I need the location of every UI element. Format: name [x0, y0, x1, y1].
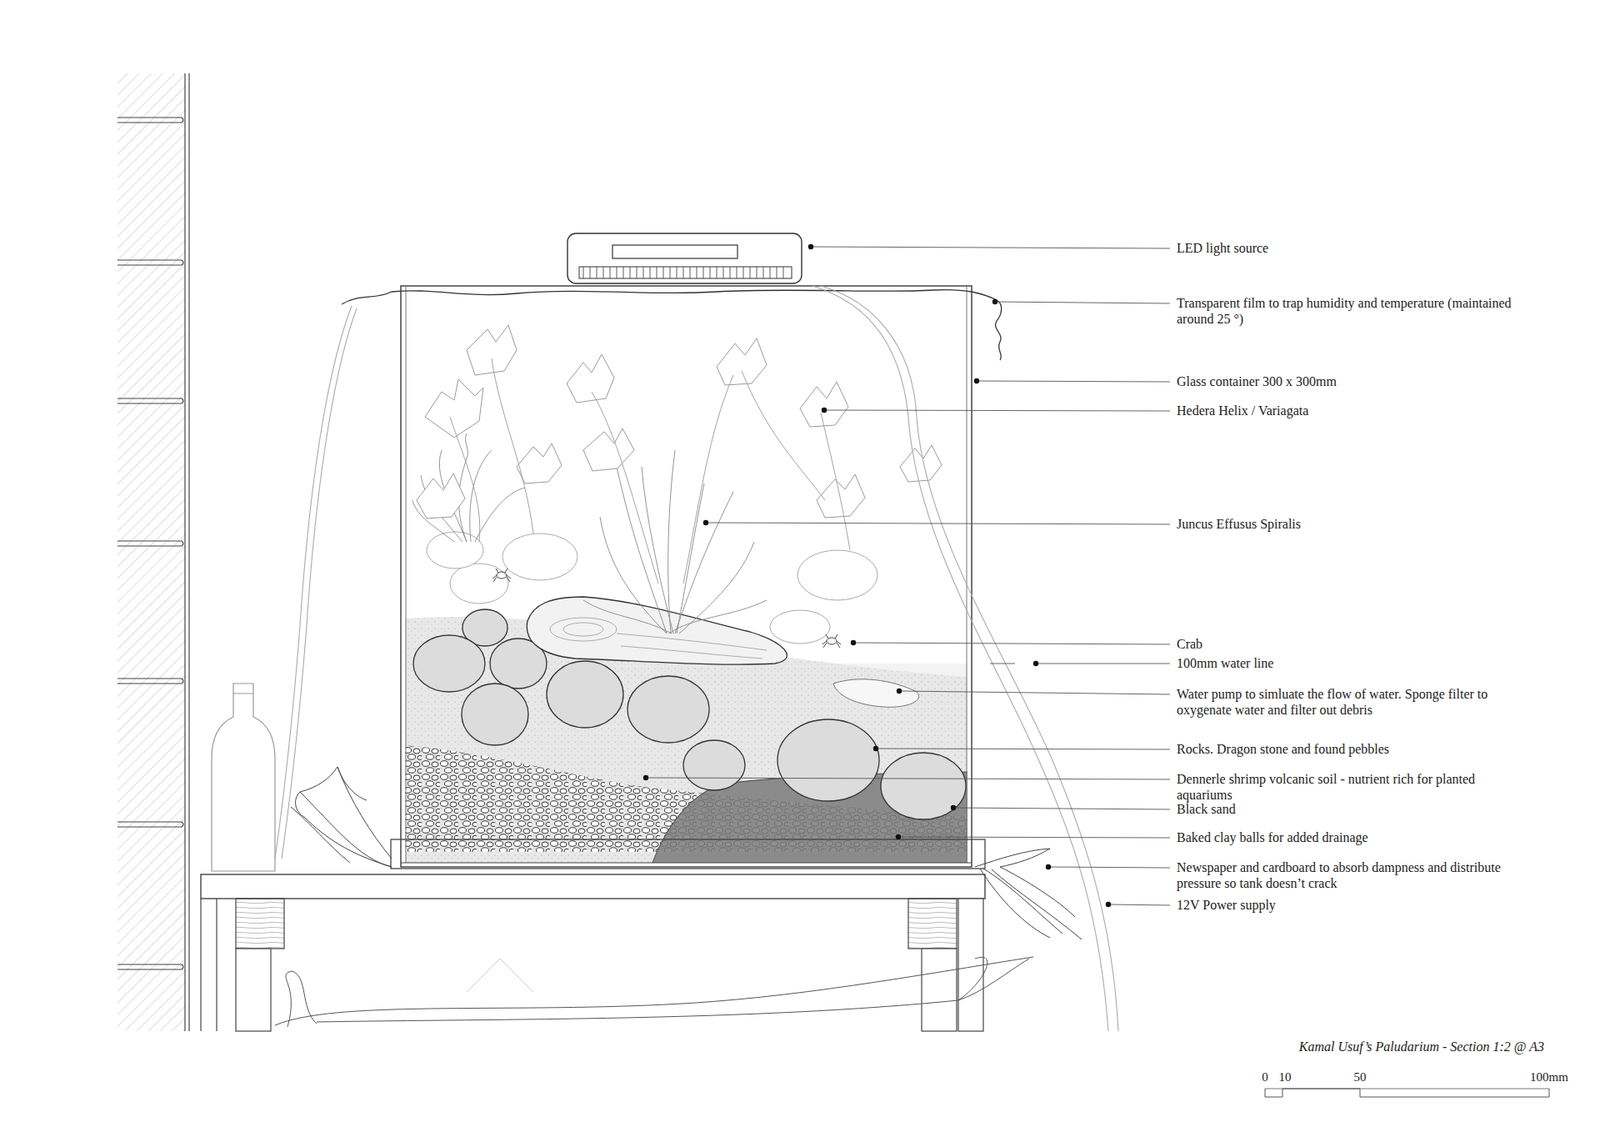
callout-label: Newspaper and cardboard to absorb dampne… — [1176, 859, 1527, 891]
scale-number: 10 — [1279, 1069, 1292, 1085]
callout-label: Glass container 300 x 300mm — [1176, 373, 1527, 390]
callout-label: 100mm water line — [1176, 655, 1527, 671]
callout-label: Baked clay balls for added drainage — [1176, 829, 1527, 845]
callout-label: Juncus Effusus Spiralis — [1176, 515, 1527, 532]
callout-label: Dennerle shrimp volcanic soil - nutrient… — [1176, 770, 1527, 803]
callout-label: Transparent film to trap humidity and te… — [1176, 295, 1527, 327]
callout-label: Rocks. Dragon stone and found pebbles — [1176, 740, 1527, 757]
scale-number: 100mm — [1530, 1069, 1569, 1085]
callout-label: Black sand — [1176, 800, 1527, 817]
scale-number: 50 — [1354, 1069, 1367, 1085]
callout-label: Hedera Helix / Variagata — [1176, 402, 1527, 419]
scale-number: 0 — [1261, 1069, 1269, 1085]
callout-label: Crab — [1176, 635, 1527, 652]
callout-label: 12V Power supply — [1176, 896, 1527, 913]
drawing-title: Kamal Usuf’s Paludarium - Section 1:2 @ … — [1299, 1038, 1545, 1055]
callout-label: Water pump to simluate the flow of water… — [1176, 685, 1527, 718]
callout-label: LED light source — [1176, 240, 1527, 256]
